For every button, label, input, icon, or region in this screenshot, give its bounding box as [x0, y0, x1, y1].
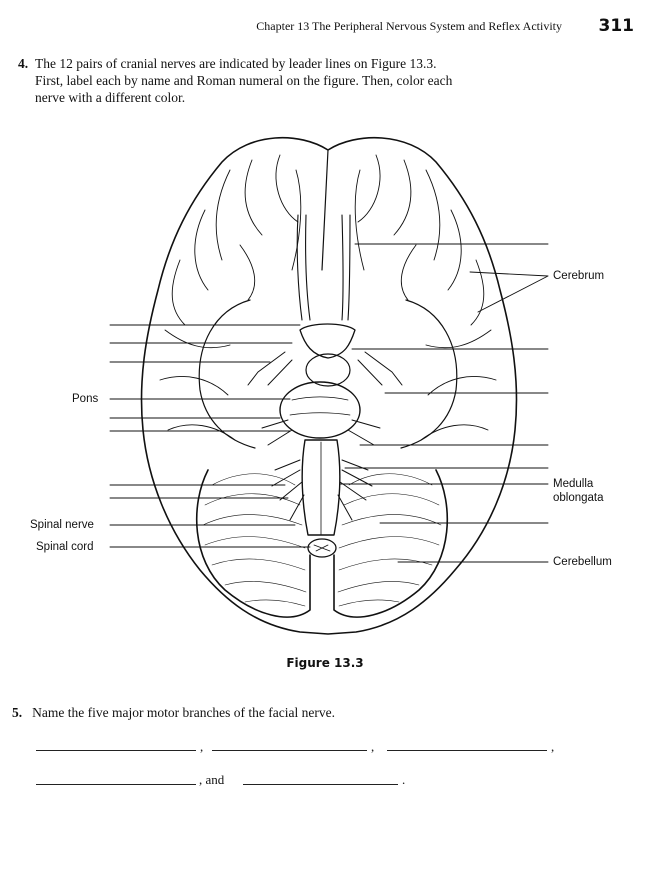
question-line: nerve with a different color. [35, 90, 186, 105]
question-5: 5. Name the five major motor branches of … [12, 705, 335, 721]
figure-caption: Figure 13.3 [286, 656, 364, 670]
question-text: Name the five major motor branches of th… [32, 705, 335, 720]
leader-line [469, 271, 549, 313]
cerebrum-outline [140, 136, 518, 635]
question-line: First, label each by name and Roman nume… [35, 73, 453, 88]
label-cerebellum: Cerebellum [553, 556, 612, 568]
page-header: Chapter 13 The Peripheral Nervous System… [0, 16, 650, 40]
question-text: The 12 pairs of cranial nerves are indic… [35, 55, 578, 106]
label-cerebrum: Cerebrum [553, 270, 605, 282]
label-spinal-cord: Spinal cord [36, 541, 94, 553]
separator: , and [199, 772, 225, 787]
separator: . [402, 772, 406, 787]
brain-figure: Cerebrum Pons Medulla oblongata Spinal n… [0, 128, 650, 648]
question-line: The 12 pairs of cranial nerves are indic… [35, 56, 437, 71]
question-number: 4. [18, 56, 29, 71]
label-pons: Pons [72, 393, 99, 405]
brain-drawing [109, 136, 549, 635]
label-medulla-2: oblongata [553, 492, 604, 504]
answer-blank-2[interactable] [212, 750, 367, 751]
label-spinal-nerve: Spinal nerve [30, 519, 94, 531]
answer-blank-5[interactable] [243, 784, 398, 785]
label-medulla-1: Medulla [553, 478, 594, 490]
question-number: 5. [12, 705, 23, 720]
leader-line [339, 467, 549, 485]
page-number: 311 [598, 16, 635, 36]
question-4: 4. The 12 pairs of cranial nerves are in… [18, 55, 578, 106]
separator: , [200, 739, 204, 754]
answer-blank-4[interactable] [36, 784, 196, 785]
answer-blank-3[interactable] [387, 750, 547, 751]
chapter-title: Chapter 13 The Peripheral Nervous System… [256, 19, 562, 33]
separator: , [371, 739, 375, 754]
answer-blank-1[interactable] [36, 750, 196, 751]
separator: , [551, 739, 555, 754]
